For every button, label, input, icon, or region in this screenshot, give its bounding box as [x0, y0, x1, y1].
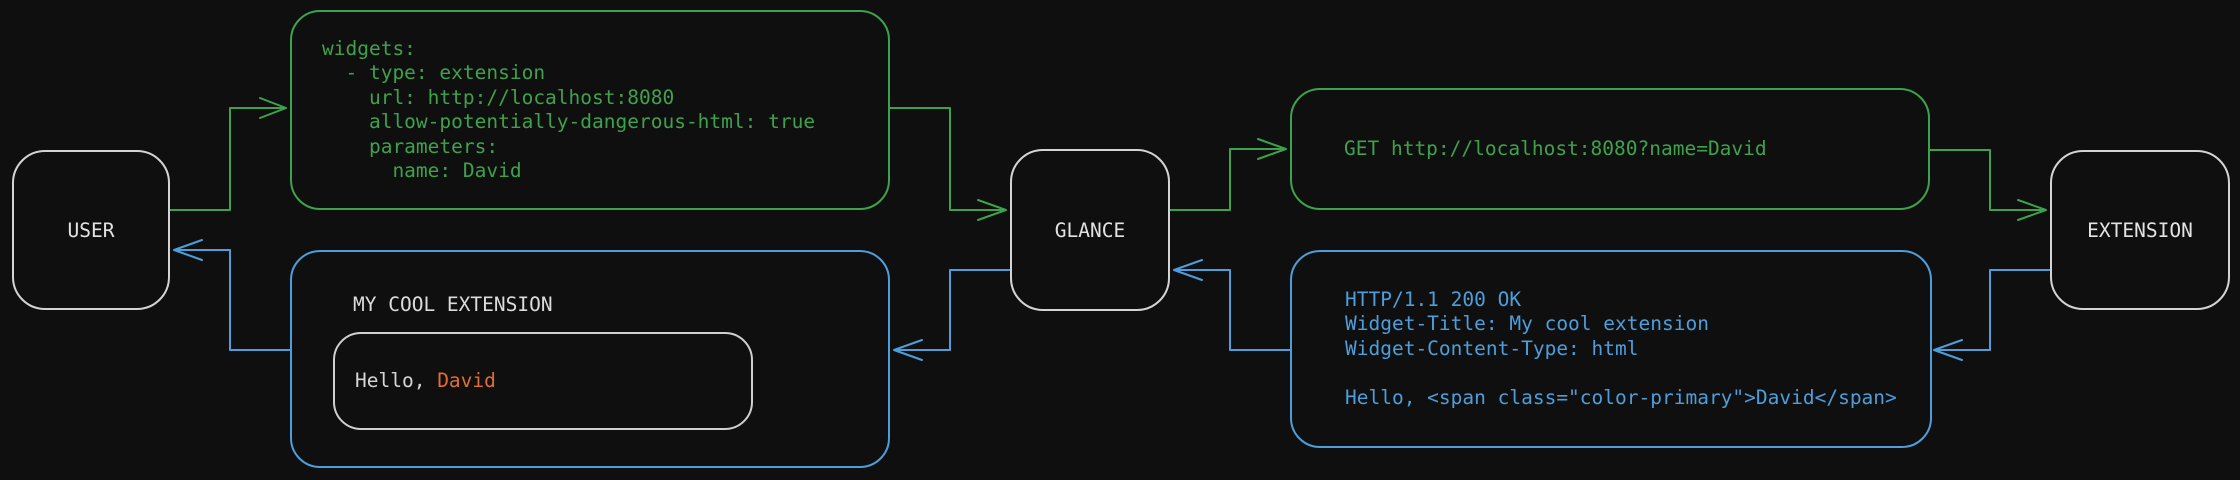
arrow-config-to-glance	[889, 107, 1007, 221]
node-user: USER	[12, 150, 170, 310]
node-glance: GLANCE	[1010, 149, 1170, 311]
node-extension: EXTENSION	[2050, 150, 2230, 310]
arrow-user-to-config	[169, 97, 287, 211]
greeting-name: David	[437, 368, 496, 392]
http-response-box: HTTP/1.1 200 OK Widget-Title: My cool ex…	[1290, 250, 1932, 448]
greeting-prefix: Hello,	[355, 368, 438, 392]
arrow-glance-to-request	[1169, 138, 1287, 211]
widget-title: MY COOL EXTENSION	[353, 293, 553, 316]
node-user-label: USER	[67, 218, 115, 242]
widget-content-box: Hello, David	[333, 332, 753, 430]
widget-preview-box: MY COOL EXTENSION Hello, David	[290, 250, 890, 468]
config-yaml-code: widgets: - type: extension url: http://l…	[322, 36, 816, 183]
http-request-box: GET http://localhost:8080?name=David	[1290, 88, 1930, 210]
config-yaml-box: widgets: - type: extension url: http://l…	[290, 10, 890, 210]
arrow-extension-to-response	[1933, 269, 2051, 361]
node-extension-label: EXTENSION	[2087, 218, 2193, 242]
http-response-code: HTTP/1.1 200 OK Widget-Title: My cool ex…	[1345, 287, 1897, 409]
http-request-code: GET http://localhost:8080?name=David	[1344, 136, 1767, 160]
arrow-glance-to-widget	[893, 269, 1011, 361]
node-glance-label: GLANCE	[1054, 218, 1126, 242]
arrow-response-to-glance	[1173, 259, 1291, 351]
widget-greeting: Hello, David	[355, 369, 496, 394]
arrow-request-to-extension	[1929, 149, 2047, 221]
arrow-widget-to-user	[173, 239, 291, 351]
